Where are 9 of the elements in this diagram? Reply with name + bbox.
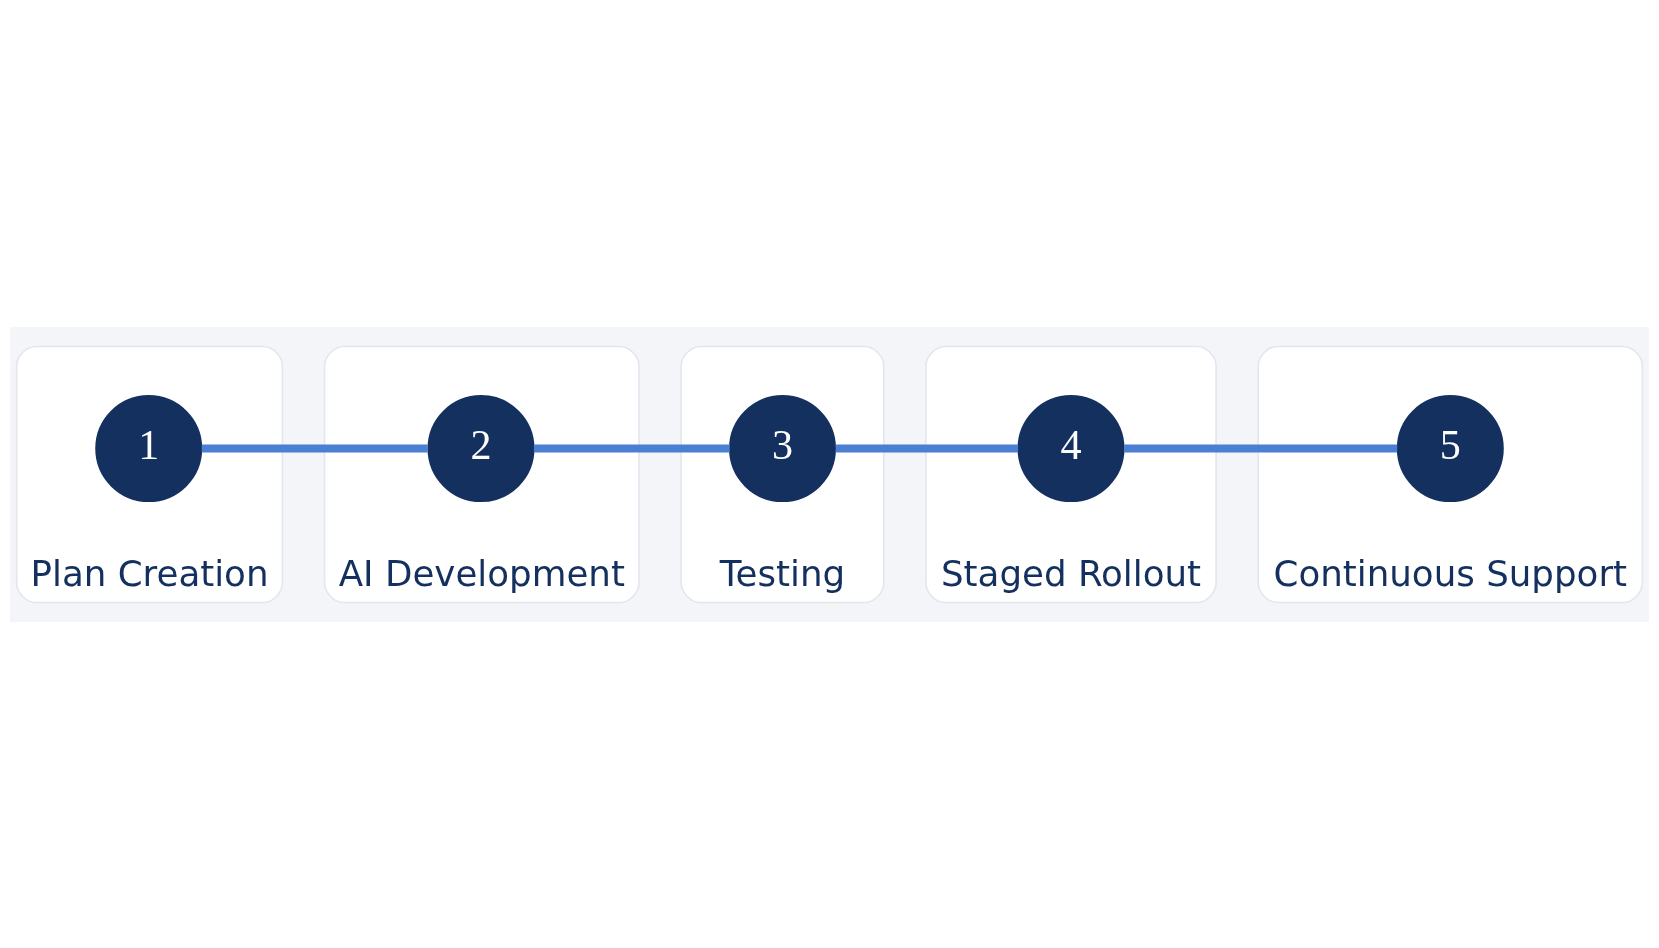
node-circle: 1 bbox=[95, 394, 203, 502]
node-circle: 2 bbox=[427, 394, 535, 502]
node-circle: 3 bbox=[729, 394, 836, 502]
connector bbox=[201, 444, 428, 453]
connector bbox=[1124, 444, 1398, 453]
node-circle: 5 bbox=[1396, 394, 1504, 502]
node-circle: 4 bbox=[1017, 394, 1125, 502]
connector bbox=[533, 444, 730, 453]
connector bbox=[835, 444, 1019, 453]
